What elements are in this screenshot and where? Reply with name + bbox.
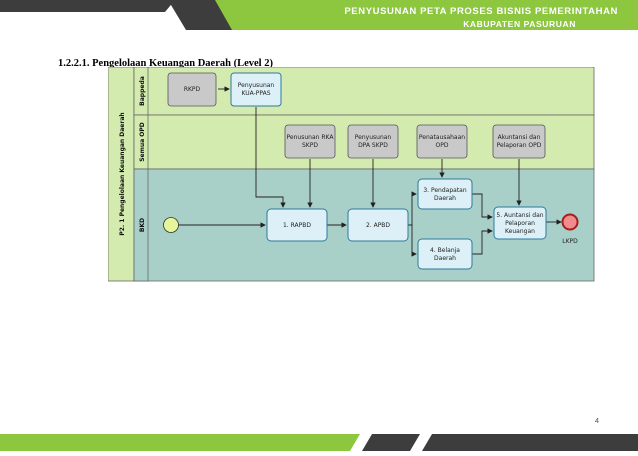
svg-text:Pelaporan OPD: Pelaporan OPD [497, 142, 542, 149]
node-akuntansi-pelaporan-opd: Akuntansi dan Pelaporan OPD [492, 124, 546, 159]
node-penyusunan-dpa-skpd: Penyusunan DPA SKPD [347, 124, 399, 159]
node-rkpd: RKPD [167, 72, 217, 107]
pool-label: P2. 1 Pengelolaan Keuangan Daerah [119, 112, 126, 235]
svg-text:2. APBD: 2. APBD [366, 222, 390, 229]
header-banner: PENYUSUNAN PETA PROSES BISNIS PEMERINTAH… [0, 0, 638, 30]
node-penatausahaan-opd: Penatausahaan OPD [416, 124, 468, 159]
svg-text:DPA SKPD: DPA SKPD [358, 142, 388, 149]
svg-text:Penusunan RKA: Penusunan RKA [287, 134, 335, 141]
svg-text:1. RAPBD: 1. RAPBD [283, 222, 311, 229]
footer-graphic [0, 434, 638, 451]
svg-text:Akuntansi dan: Akuntansi dan [498, 134, 541, 141]
svg-text:Daerah: Daerah [434, 255, 456, 262]
svg-text:RKPD: RKPD [184, 86, 201, 93]
footer-banner [0, 434, 638, 451]
node-belanja-daerah: 4. Belanja Daerah [417, 238, 473, 270]
svg-text:4. Belanja: 4. Belanja [430, 247, 460, 254]
node-pendapatan-daerah: 3. Pendapatan Daerah [417, 178, 473, 210]
flow-connectors [178, 86, 562, 257]
lane-label-bappeda: Bappeda [139, 76, 146, 106]
end-event [561, 213, 579, 231]
header-title: PENYUSUNAN PETA PROSES BISNIS PEMERINTAH… [344, 6, 618, 17]
svg-text:Daerah: Daerah [434, 195, 456, 202]
svg-text:5. Auntansi dan: 5. Auntansi dan [496, 212, 543, 219]
svg-text:Pelaporan: Pelaporan [505, 220, 535, 227]
lane-label-semua-opd: Semua OPD [139, 122, 146, 162]
svg-text:Penyusunan: Penyusunan [355, 134, 392, 141]
header-graphic [0, 0, 638, 30]
svg-text:SKPD: SKPD [302, 142, 318, 149]
svg-text:Keuangan: Keuangan [505, 228, 535, 235]
svg-text:Penatausahaan: Penatausahaan [419, 134, 465, 141]
process-diagram: P2. 1 Pengelolaan Keuangan Daerah Bapped… [108, 67, 595, 282]
section-title: 1.2.2.1. Pengelolaan Keuangan Daerah (Le… [58, 58, 273, 69]
svg-text:Penyusunan: Penyusunan [238, 82, 275, 89]
node-akuntansi-pelaporan-keuangan: 5. Auntansi dan Pelaporan Keuangan [493, 206, 547, 240]
svg-text:KUA-PPAS: KUA-PPAS [241, 90, 270, 97]
node-apbd: 2. APBD [347, 208, 409, 242]
header-subtitle: KABUPATEN PASURUAN [463, 19, 576, 29]
lane-label-bkd: BKD [139, 218, 146, 232]
node-penusunan-rka-skpd: Penusunan RKA SKPD [284, 124, 336, 159]
node-rapbd: 1. RAPBD [266, 208, 328, 242]
start-event [163, 217, 179, 233]
svg-text:3. Pendapatan: 3. Pendapatan [423, 187, 467, 194]
page-number: 4 [594, 416, 599, 425]
node-penyusunan-kua-ppas: Penyusunan KUA-PPAS [230, 72, 282, 107]
end-event-label: LKPD [562, 238, 578, 245]
svg-text:OPD: OPD [436, 142, 449, 149]
